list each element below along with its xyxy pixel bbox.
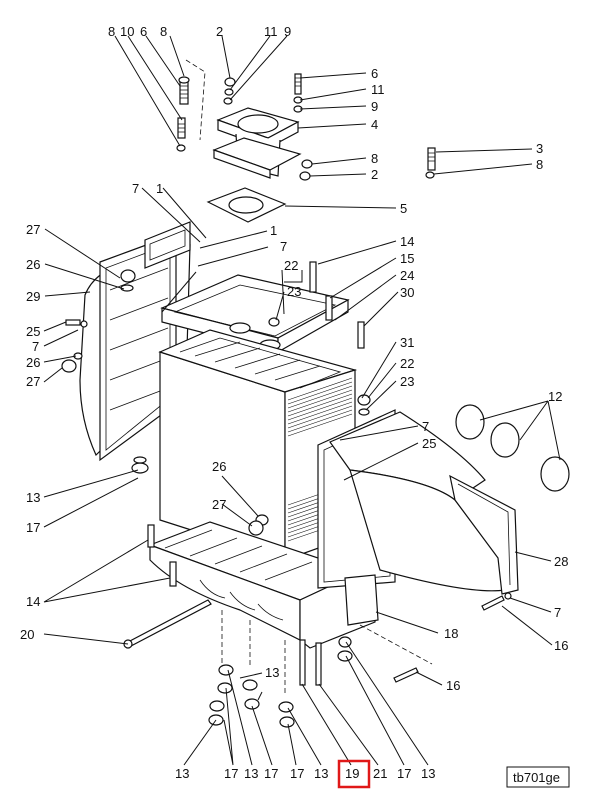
callout-17: 17 (264, 766, 278, 781)
callout-8: 8 (160, 24, 167, 39)
callout-15: 15 (400, 251, 414, 266)
callout-27: 27 (26, 374, 40, 389)
callout-5: 5 (400, 201, 407, 216)
callout-13: 13 (265, 665, 279, 680)
callout-26: 26 (26, 355, 40, 370)
bottom-fasteners (208, 610, 322, 728)
callout-17: 17 (290, 766, 304, 781)
callout-25: 25 (422, 436, 436, 451)
callout-7: 7 (554, 605, 561, 620)
callout-17: 17 (224, 766, 238, 781)
callout-16: 16 (446, 678, 460, 693)
callout-13: 13 (421, 766, 435, 781)
callout-2: 2 (216, 24, 223, 39)
callout-11: 11 (371, 82, 385, 97)
callout-14: 14 (400, 234, 414, 249)
callout-7: 7 (280, 239, 287, 254)
callout-13: 13 (244, 766, 258, 781)
callout-23: 23 (287, 284, 301, 299)
callout-27: 27 (212, 497, 226, 512)
callout-8: 8 (371, 151, 378, 166)
callout-9: 9 (371, 99, 378, 114)
callout-7: 7 (32, 339, 39, 354)
highlight-box (337, 759, 371, 789)
callout-8: 8 (536, 157, 543, 172)
right-elbow-duct (317, 404, 570, 683)
callout-13: 13 (314, 766, 328, 781)
callout-1: 1 (270, 223, 277, 238)
callout-8: 8 (108, 24, 115, 39)
callout-29: 29 (26, 289, 40, 304)
top-cover (160, 261, 365, 354)
leader-lines (43, 35, 561, 766)
callout-6: 6 (371, 66, 378, 81)
callout-labels: 8 10 6 8 2 11 9 6 11 9 4 3 8 8 2 5 7 1 2… (20, 24, 568, 789)
figure-code-label: tb701ge (513, 770, 560, 785)
callout-4: 4 (371, 117, 378, 132)
callout-25: 25 (26, 324, 40, 339)
callout-17: 17 (26, 520, 40, 535)
callout-17: 17 (397, 766, 411, 781)
callout-21: 21 (373, 766, 387, 781)
callout-3: 3 (536, 141, 543, 156)
callout-7: 7 (422, 419, 429, 434)
callout-10: 10 (120, 24, 134, 39)
callout-12: 12 (548, 389, 562, 404)
upper-flange-assembly (176, 59, 436, 223)
callout-27: 27 (26, 222, 40, 237)
callout-9: 9 (284, 24, 291, 39)
left-end-plate (61, 221, 191, 474)
callout-30: 30 (400, 285, 414, 300)
callout-13: 13 (26, 490, 40, 505)
callout-26: 26 (212, 459, 226, 474)
callout-16: 16 (554, 638, 568, 653)
callout-22: 22 (400, 356, 414, 371)
callout-22: 22 (284, 258, 298, 273)
figure-code: tb701ge (506, 766, 570, 788)
callout-1: 1 (156, 181, 163, 196)
callout-19-highlighted[interactable]: 19 (345, 766, 359, 781)
callout-24: 24 (400, 268, 414, 283)
callout-20: 20 (20, 627, 34, 642)
callout-2: 2 (371, 167, 378, 182)
callout-7: 7 (132, 181, 139, 196)
callout-31: 31 (400, 335, 414, 350)
callout-11: 11 (264, 24, 278, 39)
bottom-tank (123, 521, 376, 649)
callout-6: 6 (140, 24, 147, 39)
callout-14: 14 (26, 594, 40, 609)
callout-23: 23 (400, 374, 414, 389)
callout-18: 18 (444, 626, 458, 641)
callout-13: 13 (175, 766, 189, 781)
callout-28: 28 (554, 554, 568, 569)
callout-26: 26 (26, 257, 40, 272)
